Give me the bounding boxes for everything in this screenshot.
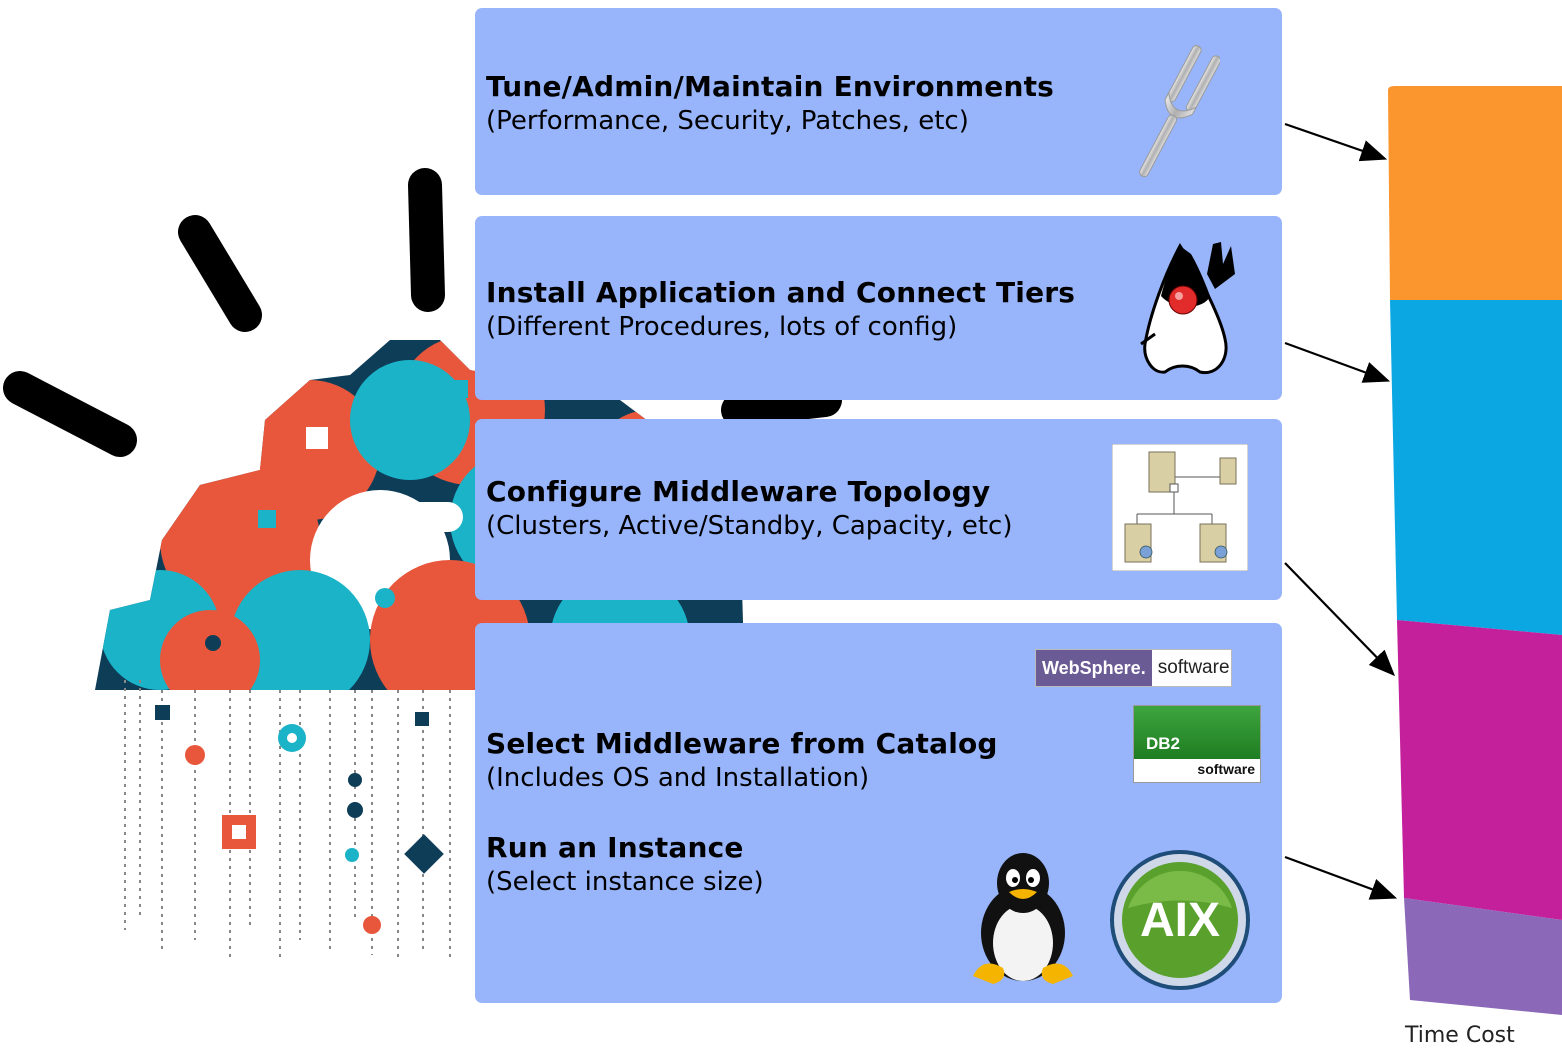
step-subtitle: (Clusters, Active/Standby, Capacity, etc… (486, 511, 1013, 541)
step-title: Run an Instance (486, 831, 744, 864)
db2-brand: DB2 (1146, 734, 1181, 753)
step-title: Tune/Admin/Maintain Environments (486, 70, 1055, 103)
sun-rays (3, 168, 842, 457)
time-cost-label: Time Cost (1405, 1023, 1515, 1048)
aix-logo: AIX (1110, 850, 1250, 990)
step-title: Select Middleware from Catalog (486, 727, 998, 760)
tuning-fork-icon (1139, 45, 1220, 178)
step-box-tune: Tune/Admin/Maintain Environments (Perfor… (475, 8, 1282, 195)
websphere-logo: WebSphere. software (1035, 649, 1232, 687)
step-subtitle: (Performance, Security, Patches, etc) (486, 106, 969, 136)
arrow-install (1284, 341, 1391, 383)
db2-suffix: software (1197, 761, 1255, 777)
step-subtitle: (Includes OS and Installation) (486, 763, 870, 793)
step-subtitle: (Different Procedures, lots of config) (486, 312, 958, 342)
step-title: Install Application and Connect Tiers (486, 276, 1076, 309)
linux-penguin-icon (973, 853, 1073, 984)
java-duke-icon (1140, 242, 1235, 375)
step-box-configure: Configure Middleware Topology (Clusters,… (475, 419, 1282, 600)
server-topology-icon (1112, 444, 1248, 571)
step-title: Configure Middleware Topology (486, 475, 991, 508)
cost-segment-install (1390, 300, 1562, 635)
cost-segment-tune (1388, 86, 1562, 300)
step-box-install: Install Application and Connect Tiers (D… (475, 216, 1282, 400)
arrow-tune (1284, 122, 1388, 162)
step-box-catalog-and-instance: WebSphere. software DB2 software Select … (475, 623, 1282, 1003)
step-subtitle: (Select instance size) (486, 867, 764, 897)
aix-text: AIX (1140, 894, 1220, 947)
cost-segment-configure (1397, 620, 1562, 920)
arrow-run (1284, 855, 1398, 900)
websphere-suffix: software (1157, 657, 1230, 678)
db2-logo: DB2 software (1133, 705, 1261, 783)
rain-drops (155, 705, 444, 934)
websphere-brand: WebSphere. (1036, 650, 1152, 686)
cost-segment-run (1404, 898, 1562, 1015)
arrow-configure (1284, 562, 1396, 677)
